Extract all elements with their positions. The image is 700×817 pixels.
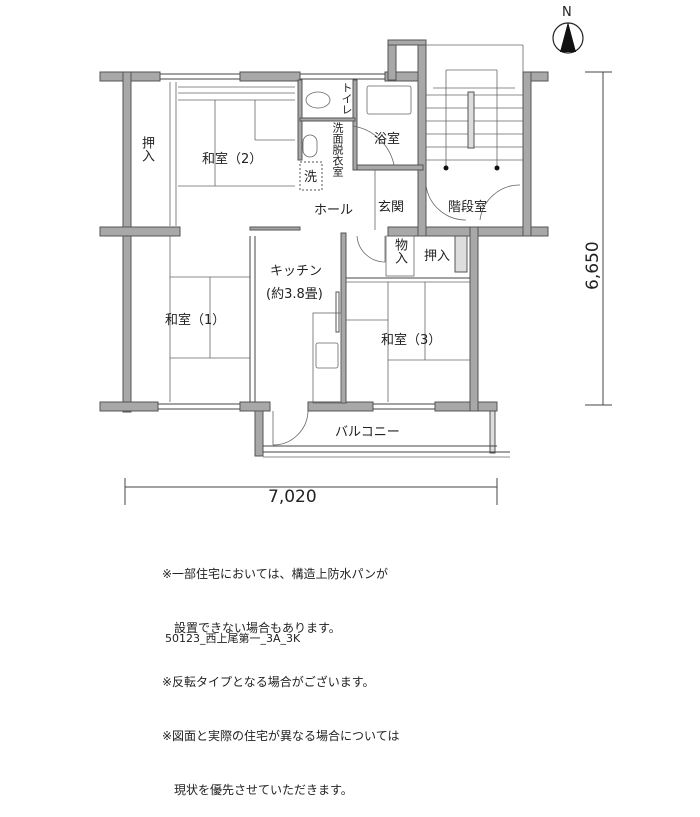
room-senmen-label: 洗面脱衣室 (331, 122, 344, 177)
north-arrow-icon: N (552, 5, 584, 54)
room-washitsu1-label: 和室（1） (165, 312, 225, 328)
room-washitsu3-label: 和室（3） (381, 332, 441, 348)
dimension-width: 7,020 (124, 478, 498, 507)
note-line: ※反転タイプとなる場合がございます。 (162, 675, 375, 689)
note-line: 現状を優先させていただきます。 (162, 783, 353, 797)
room-washitsu2-label: 和室（2） (202, 151, 262, 167)
room-balcony-label: バルコニー (335, 425, 400, 440)
room-genkan-label: 玄関 (378, 200, 404, 215)
room-oshiire-right-label: 押入 (424, 249, 450, 264)
dimension-width-label: 7,020 (268, 487, 317, 507)
room-hall-label: ホール (314, 203, 353, 218)
footer-code: 50123_西上尾第一_3A_3K (165, 632, 301, 645)
floor-plan: N (99, 5, 612, 507)
note-line: 設置できない場合もあります。 (162, 621, 341, 635)
dimension-height-label: 6,650 (583, 241, 603, 290)
room-bath-label: 浴室 (374, 131, 400, 147)
notes: ※一部住宅においては、構造上防水パンが 設置できない場合もあります。 ※反転タイ… (162, 529, 399, 817)
room-oshiire-left-label: 押入 (139, 136, 154, 162)
room-stairs-label: 階段室 (448, 199, 487, 215)
washer-label: 洗 (304, 170, 317, 185)
fittings (158, 44, 524, 410)
room-monoire-label: 物入 (392, 238, 407, 264)
room-kitchen-label: キッチン (270, 264, 322, 279)
north-label: N (562, 5, 572, 20)
note-line: ※図面と実際の住宅が異なる場合については (162, 729, 400, 743)
note-line: ※一部住宅においては、構造上防水パンが (162, 567, 389, 581)
walls (99, 39, 549, 413)
room-kitchen-size-label: (約3.8畳) (266, 287, 323, 302)
dimension-height: 6,650 (583, 71, 612, 406)
room-toilet-label: トイレ (340, 82, 353, 115)
